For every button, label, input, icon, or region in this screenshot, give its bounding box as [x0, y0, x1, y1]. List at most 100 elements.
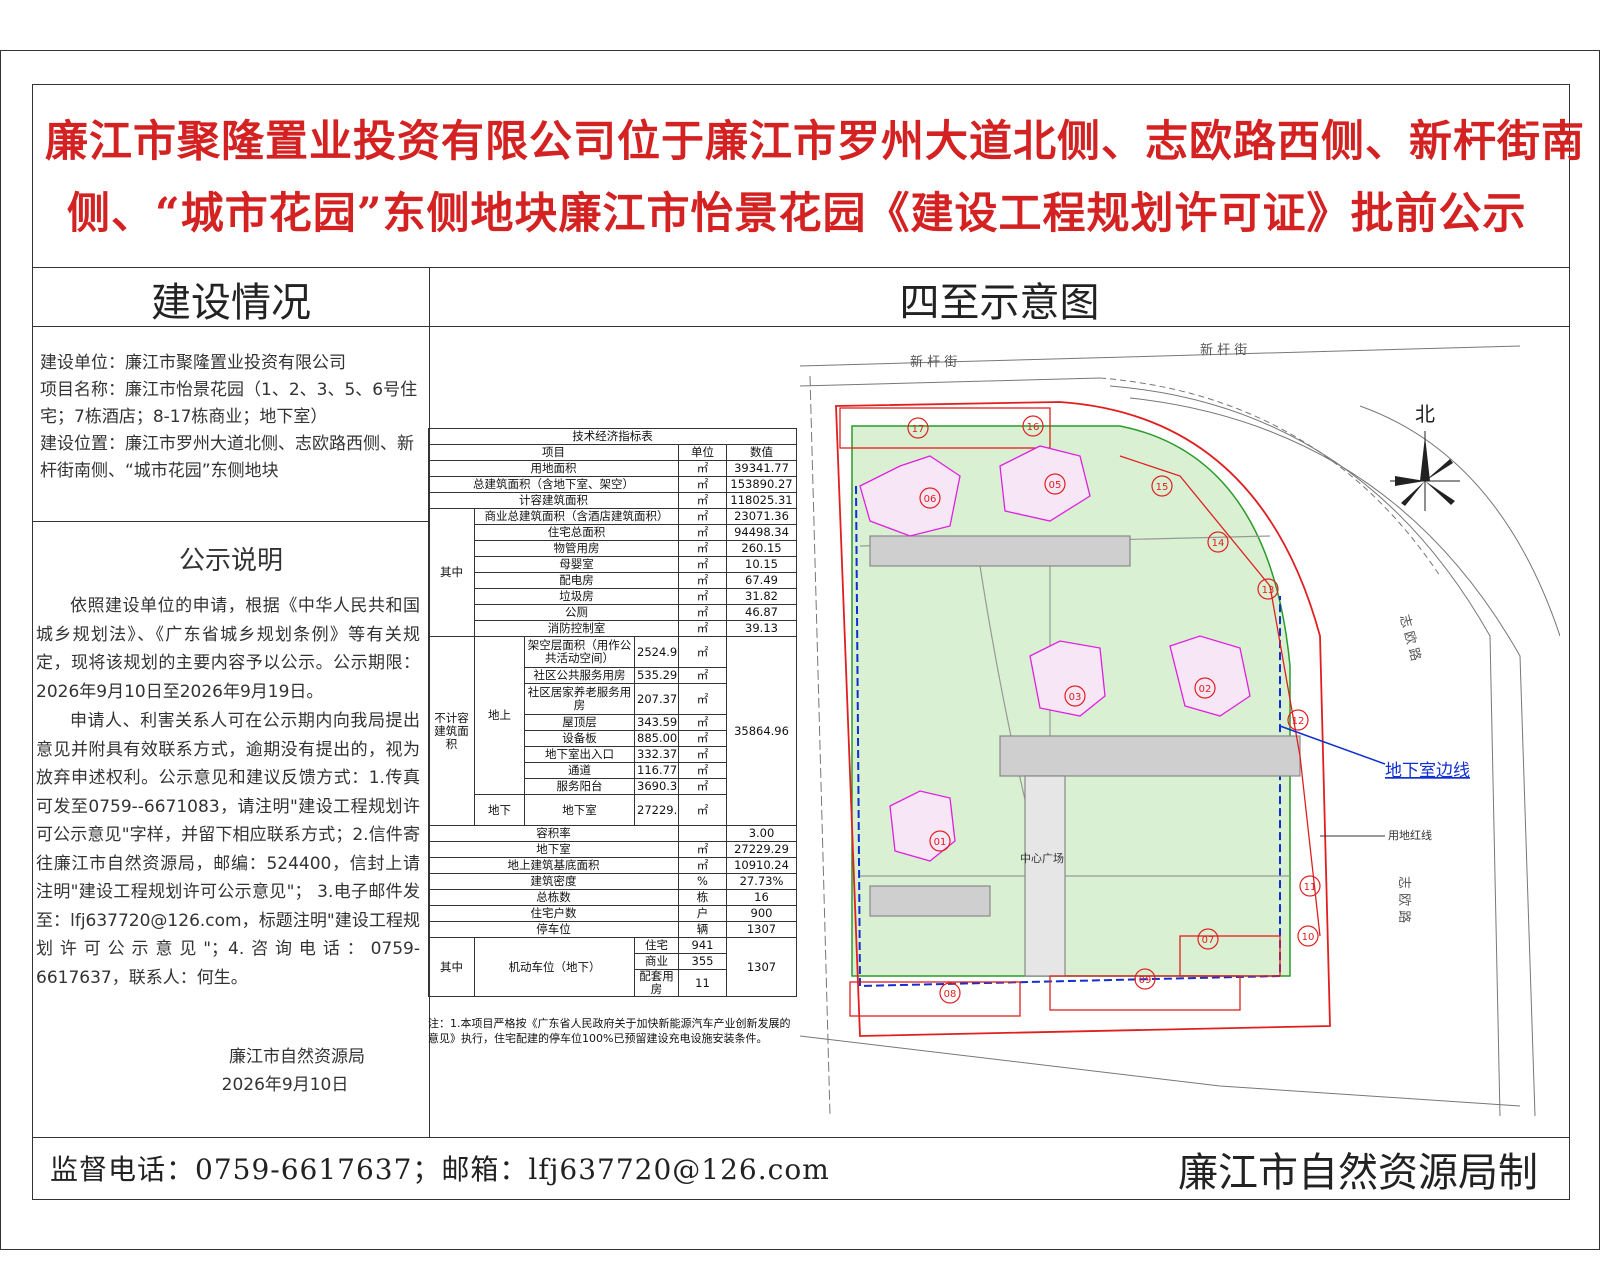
cell-value: 16 — [726, 889, 797, 906]
cell-item: 配电房 — [474, 572, 679, 589]
info-line: 建设单位：廉江市聚隆置业投资有限公司 — [40, 353, 346, 373]
inner-roads — [859, 535, 1301, 977]
street-xingan-left: 新 杆 街 — [910, 354, 957, 370]
cell-value: 355 — [678, 953, 727, 970]
basement-label: 地下室边线 — [1385, 761, 1470, 781]
cell-value: 39341.77 — [726, 460, 797, 477]
cell-unit: % — [678, 873, 727, 890]
street-xingan-right: 新 杆 街 — [1200, 342, 1247, 358]
center-plaza-label: 中心广场 — [1020, 851, 1064, 865]
cell-value: 343.59 — [634, 714, 679, 731]
cell-unit: ㎡ — [678, 636, 727, 668]
group-qizhong: 其中 — [428, 508, 475, 637]
cell-unit: ㎡ — [678, 492, 727, 509]
table-row: 其中 机动车位（地下） 住宅 941 1307 — [428, 937, 797, 997]
sign-org: 廉江市自然资源局 — [229, 1047, 365, 1067]
table-row: 地下 地下室 27229.29 ㎡ — [429, 794, 797, 826]
cell-unit: ㎡ — [678, 667, 727, 684]
cell-item: 停车位 — [428, 921, 679, 938]
group-dishang: 地上 — [474, 636, 525, 795]
cell-item: 地下室出入口 — [524, 746, 635, 763]
col-header-value: 数值 — [726, 444, 797, 461]
road-lines — [800, 345, 1560, 1117]
cell-item: 公厕 — [474, 604, 679, 621]
building-number-17: 17 — [912, 424, 925, 435]
cell-value: 3690.3 — [634, 778, 679, 795]
cell-value: 207.37 — [634, 683, 679, 715]
parking-total: 1307 — [726, 937, 797, 997]
north-arrow-icon: 北 — [1390, 402, 1460, 511]
cell-value: 260.15 — [726, 540, 797, 557]
cell-value: 10910.24 — [726, 857, 797, 874]
cell-value: 94498.34 — [726, 524, 797, 541]
title-line-2: 侧、“城市花园”东侧地块廉江市怡景花园《建设工程规划许可证》批前公示 — [67, 189, 1527, 239]
cell-value: 10.15 — [726, 556, 797, 573]
info-line: 建设位置：廉江市罗州大道北侧、志欧路西侧、新 — [40, 434, 414, 454]
land-boundary — [835, 401, 1331, 1037]
building-number-02: 02 — [1199, 684, 1212, 695]
commercial-buildings — [839, 407, 1321, 1017]
cell-value: 27.73% — [726, 873, 797, 890]
cell-value: 941 — [678, 937, 727, 954]
cell-unit: ㎡ — [678, 508, 727, 525]
building-number-03: 03 — [1069, 692, 1082, 703]
cell-item: 配套用房 — [634, 969, 679, 997]
project-info: 建设单位：廉江市聚隆置业投资有限公司 项目名称：廉江市怡景花园（1、2、3、5、… — [40, 350, 417, 485]
cell-item: 通道 — [524, 762, 635, 779]
cell-unit: ㎡ — [678, 778, 727, 795]
info-line: 宅；7栋酒店；8-17栋商业；地下室） — [40, 407, 328, 427]
building-number-07: 07 — [1202, 935, 1215, 946]
cell-unit: 户 — [678, 905, 727, 922]
cell-value: 39.13 — [726, 620, 797, 637]
street-labels: 新 杆 街 新 杆 街 志 欧 路 志 欧 路 中心广场 — [910, 342, 1424, 923]
cell-item: 垃圾房 — [474, 588, 679, 605]
building-number-05: 05 — [1049, 480, 1062, 491]
cell-value: 885.00 — [634, 730, 679, 747]
cell-value: 27229.29 — [726, 841, 797, 858]
building-number-10: 10 — [1302, 932, 1315, 943]
building-number-15: 15 — [1156, 482, 1169, 493]
issuer-label: 廉江市自然资源局制 — [1178, 1150, 1538, 1196]
cell-value: 23071.36 — [726, 508, 797, 525]
cell-unit: ㎡ — [678, 540, 727, 557]
cell-item: 社区居家养老服务用房 — [524, 683, 635, 715]
basement-callout-line — [1279, 725, 1386, 765]
group-dixia: 地下 — [474, 794, 525, 826]
sign-date: 2026年9月10日 — [221, 1075, 349, 1095]
cell-unit: ㎡ — [678, 588, 727, 605]
street-zhiou-bottom: 志 欧 路 — [1396, 876, 1412, 923]
building-numbers: 17 16 06 05 15 14 13 12 03 02 01 11 10 0… — [912, 422, 1317, 1000]
cell-unit: 辆 — [678, 921, 727, 938]
table-title: 技术经济指标表 — [428, 428, 797, 445]
cell-item: 住宅 — [634, 937, 679, 954]
cell-item: 商业 — [634, 953, 679, 970]
info-line: 项目名称：廉江市怡景花园（1、2、3、5、6号住 — [40, 380, 418, 400]
col-header-item: 项目 — [428, 444, 679, 461]
right-header-cell — [429, 267, 1570, 327]
cell-unit: ㎡ — [678, 714, 727, 731]
cell-unit: ㎡ — [678, 620, 727, 637]
cell-unit: 栋 — [678, 889, 727, 906]
cell-unit: ㎡ — [678, 476, 727, 493]
cell-item: 住宅户数 — [428, 905, 679, 922]
cell-value: 46.87 — [726, 604, 797, 621]
cell-item: 商业总建筑面积（含酒店建筑面积） — [474, 508, 679, 525]
info-line: 杆街南侧、“城市花园”东侧地块 — [40, 461, 279, 481]
cell-item: 消防控制室 — [474, 620, 679, 637]
cell-unit: ㎡ — [678, 857, 727, 874]
